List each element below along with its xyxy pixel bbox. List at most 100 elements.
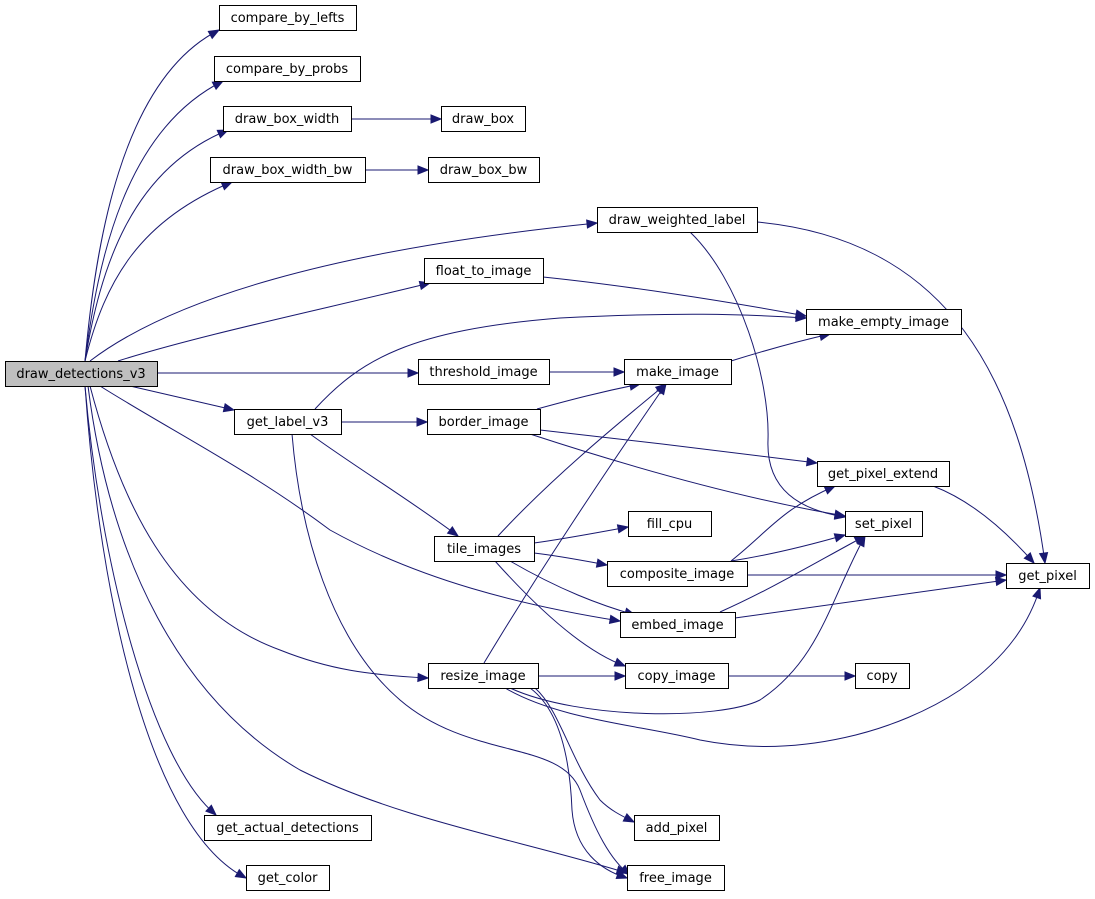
node-box [625, 663, 729, 689]
node-label: compare_by_probs [226, 62, 349, 77]
edge-draw-detections-v3-to-free-image [87, 385, 629, 875]
edge-line [504, 587, 1041, 747]
arrowhead [1032, 586, 1042, 600]
arrowhead [207, 29, 221, 40]
arrowhead [613, 367, 626, 377]
edge-draw-detections-v3-to-float-to-image [117, 280, 432, 362]
node-draw-box-bw[interactable]: draw_box_bw [428, 157, 540, 183]
edge-resize-image-to-get-pixel [504, 586, 1042, 747]
edge-composite-image-to-set-pixel [730, 533, 847, 562]
edge-border-image-to-set-pixel [529, 433, 847, 519]
node-draw-box[interactable]: draw_box [441, 106, 526, 132]
edge-resize-image-to-make-image [483, 382, 667, 664]
node-label: embed_image [631, 618, 723, 633]
arrowhead [417, 165, 430, 175]
node-copy-image[interactable]: copy_image [625, 663, 729, 689]
node-box [607, 561, 748, 587]
node-label: copy [866, 669, 897, 684]
node-free-image[interactable]: free_image [627, 865, 725, 891]
edge-line [529, 433, 846, 517]
node-tile-images[interactable]: tile_images [434, 536, 535, 562]
edge-draw-detections-v3-to-compare-by-lefts [84, 29, 221, 362]
arrowhead [805, 456, 819, 467]
edge-line [509, 535, 866, 715]
edge-resize-image-to-copy-image [538, 671, 627, 681]
arrowhead [586, 219, 599, 229]
node-compare-by-lefts[interactable]: compare_by_lefts [219, 5, 357, 31]
node-draw-box-width-bw[interactable]: draw_box_width_bw [210, 157, 366, 183]
edge-line [84, 129, 229, 362]
node-label: get_pixel [1018, 569, 1077, 584]
arrowhead [995, 570, 1008, 580]
node-label: draw_box_width_bw [223, 163, 353, 178]
node-label: threshold_image [429, 365, 537, 380]
edge-tile-images-to-copy-image [494, 560, 627, 667]
node-float-to-image[interactable]: float_to_image [424, 258, 544, 284]
edge-line [99, 385, 621, 622]
node-get-pixel[interactable]: get_pixel [1006, 563, 1090, 589]
edge-line [84, 80, 224, 362]
node-label: draw_box_width [235, 112, 340, 127]
node-draw-detections-v3[interactable]: draw_detections_v3 [5, 361, 158, 387]
node-draw-weighted-label[interactable]: draw_weighted_label [597, 207, 758, 233]
arrowhead [622, 813, 636, 823]
node-fill-cpu[interactable]: fill_cpu [628, 511, 712, 537]
arrowhead [823, 485, 837, 495]
edge-line [84, 385, 247, 879]
arrowhead [844, 671, 857, 681]
node-box [627, 865, 725, 891]
node-border-image[interactable]: border_image [427, 409, 541, 435]
node-label: resize_image [440, 669, 525, 684]
arrowhead [205, 804, 217, 816]
edge-line [314, 313, 807, 410]
edge-resize-image-to-free-image [529, 687, 629, 879]
node-get-pixel-extend[interactable]: get_pixel_extend [817, 461, 950, 487]
node-box [219, 5, 357, 31]
node-make-empty-image[interactable]: make_empty_image [806, 309, 962, 335]
arrowhead [795, 312, 808, 323]
node-get-actual-detections[interactable]: get_actual_detections [204, 815, 372, 841]
edge-draw-box-width-to-draw-box [351, 114, 443, 124]
node-embed-image[interactable]: embed_image [620, 612, 736, 638]
arrowhead [656, 382, 667, 396]
edge-border-image-to-get-pixel-extend [539, 429, 819, 467]
node-compare-by-probs[interactable]: compare_by_probs [214, 56, 361, 82]
edge-resize-image-to-add-pixel [534, 687, 636, 823]
node-composite-image[interactable]: composite_image [607, 561, 748, 587]
node-threshold-image[interactable]: threshold_image [418, 359, 550, 385]
edge-line [494, 560, 626, 667]
node-add-pixel[interactable]: add_pixel [634, 815, 720, 841]
edge-make-image-to-make-empty-image [730, 331, 832, 362]
edge-draw-detections-v3-to-get-label-v3 [129, 385, 236, 413]
edge-composite-image-to-get-pixel [747, 570, 1008, 580]
node-label: copy_image [637, 669, 715, 684]
node-draw-box-width[interactable]: draw_box_width [223, 106, 352, 132]
node-get-color[interactable]: get_color [246, 865, 330, 891]
arrowhead [417, 672, 430, 683]
node-copy[interactable]: copy [855, 663, 910, 689]
edge-tile-images-to-composite-image [533, 552, 609, 568]
edge-float-to-image-to-make-empty-image [542, 276, 808, 319]
edge-border-image-to-make-image [536, 381, 642, 410]
node-set-pixel[interactable]: set_pixel [845, 511, 923, 537]
node-box [817, 461, 950, 487]
node-box [620, 612, 736, 638]
edge-draw-detections-v3-to-draw-weighted-label [89, 219, 599, 362]
node-make-image[interactable]: make_image [624, 359, 732, 385]
node-get-label-v3[interactable]: get_label_v3 [234, 409, 342, 435]
node-box [434, 536, 535, 562]
edge-get-label-v3-to-free-image [291, 433, 632, 876]
node-box [597, 207, 758, 233]
edge-draw-detections-v3-to-get-actual-detections [84, 385, 217, 816]
arrowhead [234, 868, 248, 879]
edge-embed-image-to-get-pixel [734, 576, 1008, 619]
node-resize-image[interactable]: resize_image [428, 663, 539, 689]
arrowhead [430, 114, 443, 124]
edge-get-pixel-extend-to-get-pixel [932, 485, 1035, 565]
arrowhead [211, 80, 225, 91]
edge-line [730, 485, 836, 562]
edge-line [129, 385, 235, 411]
edge-line [509, 560, 636, 616]
node-label: get_actual_detections [216, 821, 359, 836]
